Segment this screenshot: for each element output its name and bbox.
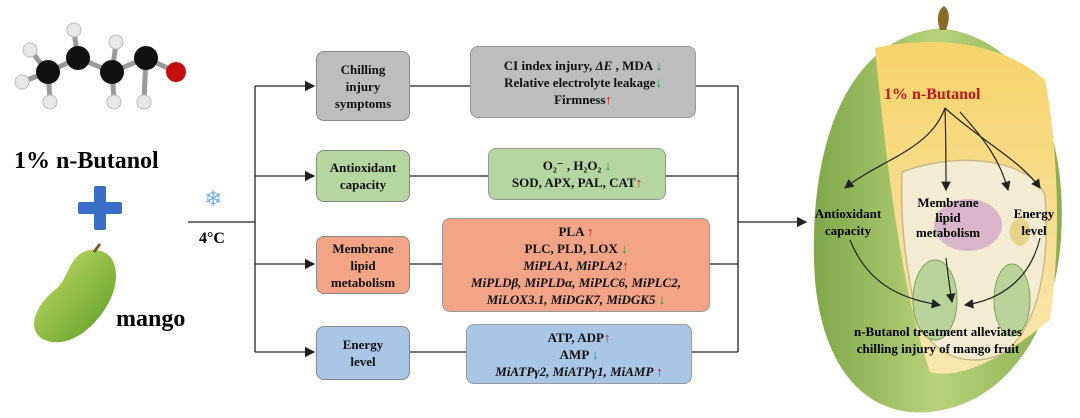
fruit-label: mango [116,306,186,332]
down-arrow-icon: ↓ [604,158,612,173]
label-line: capacity [824,223,872,238]
right-membrane-label: Membrane lipid metabolism [905,195,991,240]
right-treatment-title: 1% n-Butanol [884,86,981,103]
snowflake-icon: ❄ [204,186,223,211]
right-conclusion: n-Butanol treatment alleviates chilling … [838,323,1038,357]
up-arrow-icon: ↑ [587,223,594,239]
up-arrow-icon: ↑ [622,257,629,273]
category-label-line: Energy [342,337,384,352]
category-label-line: injury [345,78,381,94]
right-antioxidant-label: Antioxidant capacity [808,205,888,239]
label-line: Antioxidant [814,206,882,221]
result-text: CI index injury, [503,57,596,73]
category-label-line: level [350,354,376,369]
result-antioxidant: O₂⁻ , H₂O₂ ↓ SOD, APX, PAL, CAT↑ [488,148,666,200]
plus-icon [78,186,122,230]
down-arrow-icon: ↓ [591,346,599,362]
result-chilling-injury: CI index injury, ΔE , MDA ↓ Relative ele… [470,46,696,118]
result-text: PLA [558,223,584,239]
down-arrow-icon: ↓ [655,74,662,90]
result-text: ΔE [595,57,613,73]
category-label-line: Antioxidant [329,160,397,175]
result-text: ATP, ADP [547,329,604,345]
result-text: Firmness [554,91,606,107]
conclusion-line: chilling injury of mango fruit [856,341,1020,356]
category-chilling-injury: Chilling injury symptoms [316,51,410,121]
category-antioxidant: Antioxidant capacity [316,150,410,202]
category-label-line: metabolism [330,274,396,290]
category-label-line: Chilling [340,61,386,77]
category-energy: Energy level [316,326,410,380]
category-label-line: symptoms [334,95,392,111]
category-label-line: Membrane [332,240,394,256]
result-text: MiPLA1, MiPLA2 [523,257,623,273]
butanol-molecule-illustration [14,22,186,110]
result-energy: ATP, ADP↑ AMP ↓ MiATPγ2, MiATPγ1, MiAMP … [466,324,692,384]
result-text: MiPLDβ, MiPLDα, MiPLC6, MiPLC2, [471,274,681,290]
up-arrow-icon: ↑ [605,91,612,107]
right-energy-label: Energy level [1004,205,1064,239]
category-membrane-lipid: Membrane lipid metabolism [316,236,410,294]
up-arrow-icon: ↑ [603,329,611,345]
label-line: metabolism [915,225,981,240]
result-text: Relative electrolyte leakage [504,74,656,90]
down-arrow-icon: ↓ [658,291,666,307]
category-label-line: lipid [350,257,376,273]
down-arrow-icon: ↓ [655,57,663,73]
label-line: Membrane [917,195,979,210]
result-text: PLC, PLD, LOX [524,240,618,256]
result-text: MiLOX3.1, MiDGK7, MiDGK5 [486,291,656,307]
mango-fruit-illustration [34,243,116,343]
result-text: MiATPγ2, MiATPγ1, MiAMP [495,363,653,379]
result-text: SOD, APX, PAL, CAT [511,175,636,190]
result-membrane-lipid: PLA ↑ PLC, PLD, LOX ↓ MiPLA1, MiPLA2↑ Mi… [442,218,710,312]
up-arrow-icon: ↑ [635,175,643,190]
down-arrow-icon: ↓ [620,240,628,256]
treatment-label: 1% n-Butanol [14,148,159,174]
up-arrow-icon: ↑ [656,363,663,379]
label-line: Energy [1013,206,1055,221]
conclusion-line: n-Butanol treatment alleviates [853,324,1023,339]
temperature-label: 4°C [199,230,225,247]
label-line: level [1021,223,1047,238]
result-text: O₂⁻ , H₂O₂ [542,158,602,173]
result-text: , MDA [612,57,653,73]
label-line: lipid [935,210,961,225]
category-label-line: capacity [339,177,387,192]
result-text: AMP [559,346,589,362]
